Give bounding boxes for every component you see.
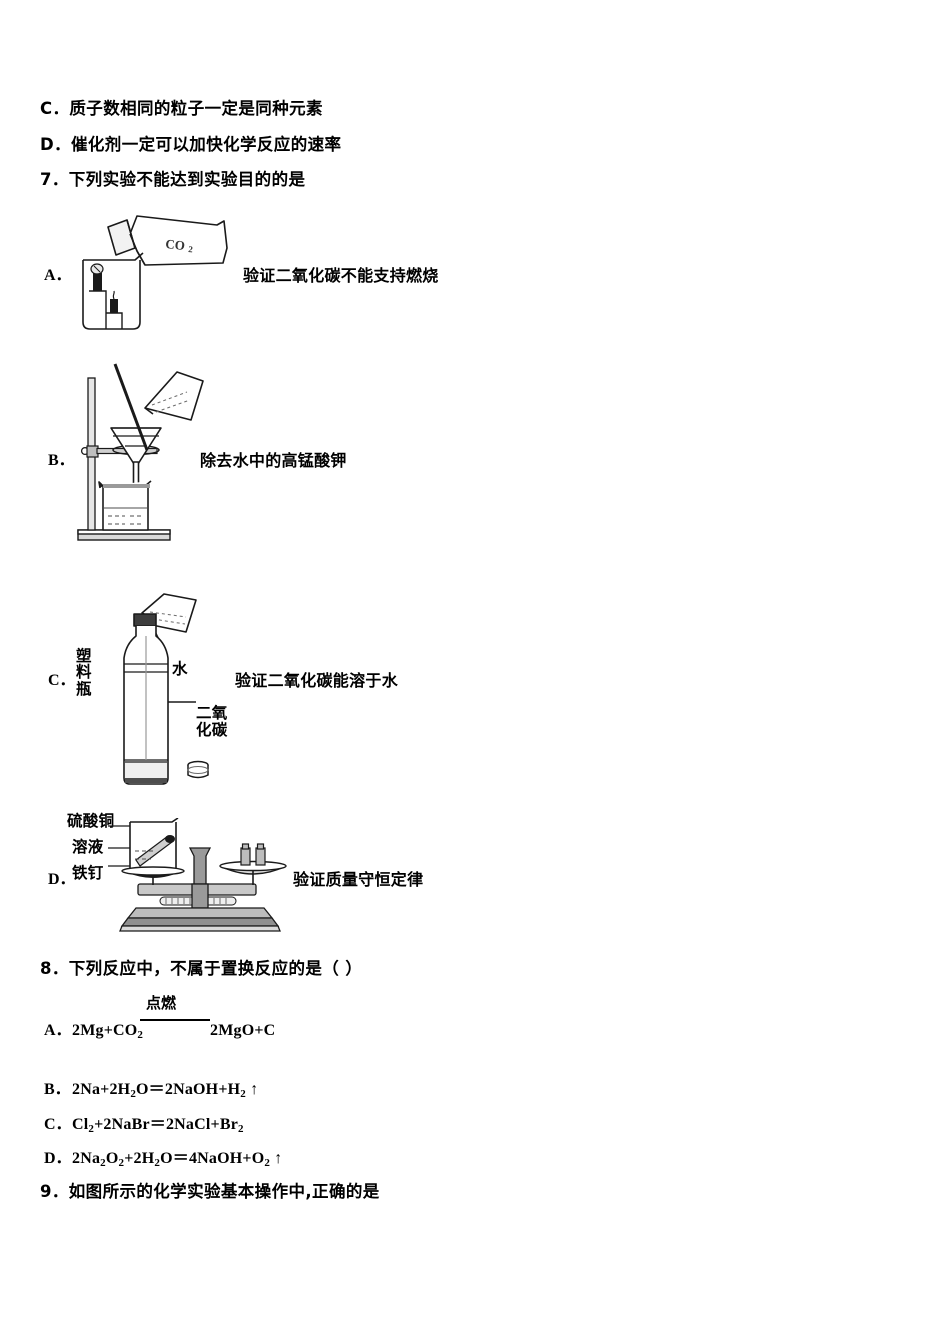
q7-option-a-description: 验证二氧化碳不能支持燃烧: [243, 266, 439, 285]
q7-option-d-solution-label: 溶液: [72, 838, 104, 856]
question-7-stem: 7．下列实验不能达到实验目的的是: [40, 170, 306, 189]
q7-option-a-label: A．: [44, 267, 72, 284]
q7-option-b-figure: [77, 363, 204, 541]
q7-option-d-figure: [108, 818, 287, 932]
q8-option-c-equation: Cl2+2NaBr＝2NaCl+Br2: [72, 1116, 244, 1135]
q7-option-c-co2-label: 二氧化碳: [196, 704, 228, 739]
svg-text:CO: CO: [165, 236, 186, 253]
q7-option-c-description: 验证二氧化碳能溶于水: [235, 671, 399, 690]
svg-text:2: 2: [188, 244, 194, 254]
q7-option-b-description: 除去水中的高锰酸钾: [200, 451, 347, 470]
q7-option-d-copper-sulfate-label: 硫酸铜: [67, 812, 115, 830]
q7-option-b-label: B．: [48, 452, 75, 469]
q8-option-a-label: A．: [44, 1022, 72, 1039]
question-9-stem: 9．如图所示的化学实验基本操作中,正确的是: [40, 1182, 380, 1201]
q8-option-c-label: C．: [44, 1116, 72, 1133]
q7-option-d-iron-nail-label: 铁钉: [72, 864, 104, 882]
question-6-option-c: C．质子数相同的粒子一定是同种元素: [40, 99, 323, 118]
q8-option-a-reaction-line: [140, 1019, 210, 1021]
question-6-option-d: D．催化剂一定可以加快化学反应的速率: [40, 135, 342, 154]
q7-option-c-bottle-label: 塑料瓶: [76, 647, 92, 698]
q7-option-c-figure: [123, 593, 209, 785]
q7-option-c-water-label: 水: [172, 660, 188, 678]
q8-option-a-products: 2MgO+C: [210, 1022, 276, 1039]
q7-option-d-description: 验证质量守恒定律: [293, 870, 424, 889]
q8-option-a-condition: 点燃: [146, 994, 177, 1012]
q8-option-d-equation: 2Na2O2+2H2O＝4NaOH+O2 ↑: [72, 1150, 283, 1169]
q7-option-d-label: D．: [48, 871, 76, 888]
q7-option-c-label: C．: [48, 672, 76, 689]
question-8-stem: 8．下列反应中，不属于置换反应的是（ ）: [40, 959, 363, 978]
q8-option-b-equation: 2Na+2H2O＝2NaOH+H2 ↑: [72, 1081, 259, 1100]
q8-option-d-label: D．: [44, 1150, 72, 1167]
q8-option-b-label: B．: [44, 1081, 71, 1098]
q7-option-a-figure: CO 2: [82, 215, 228, 330]
q8-option-a-reactants: 2Mg+CO2: [72, 1022, 144, 1041]
